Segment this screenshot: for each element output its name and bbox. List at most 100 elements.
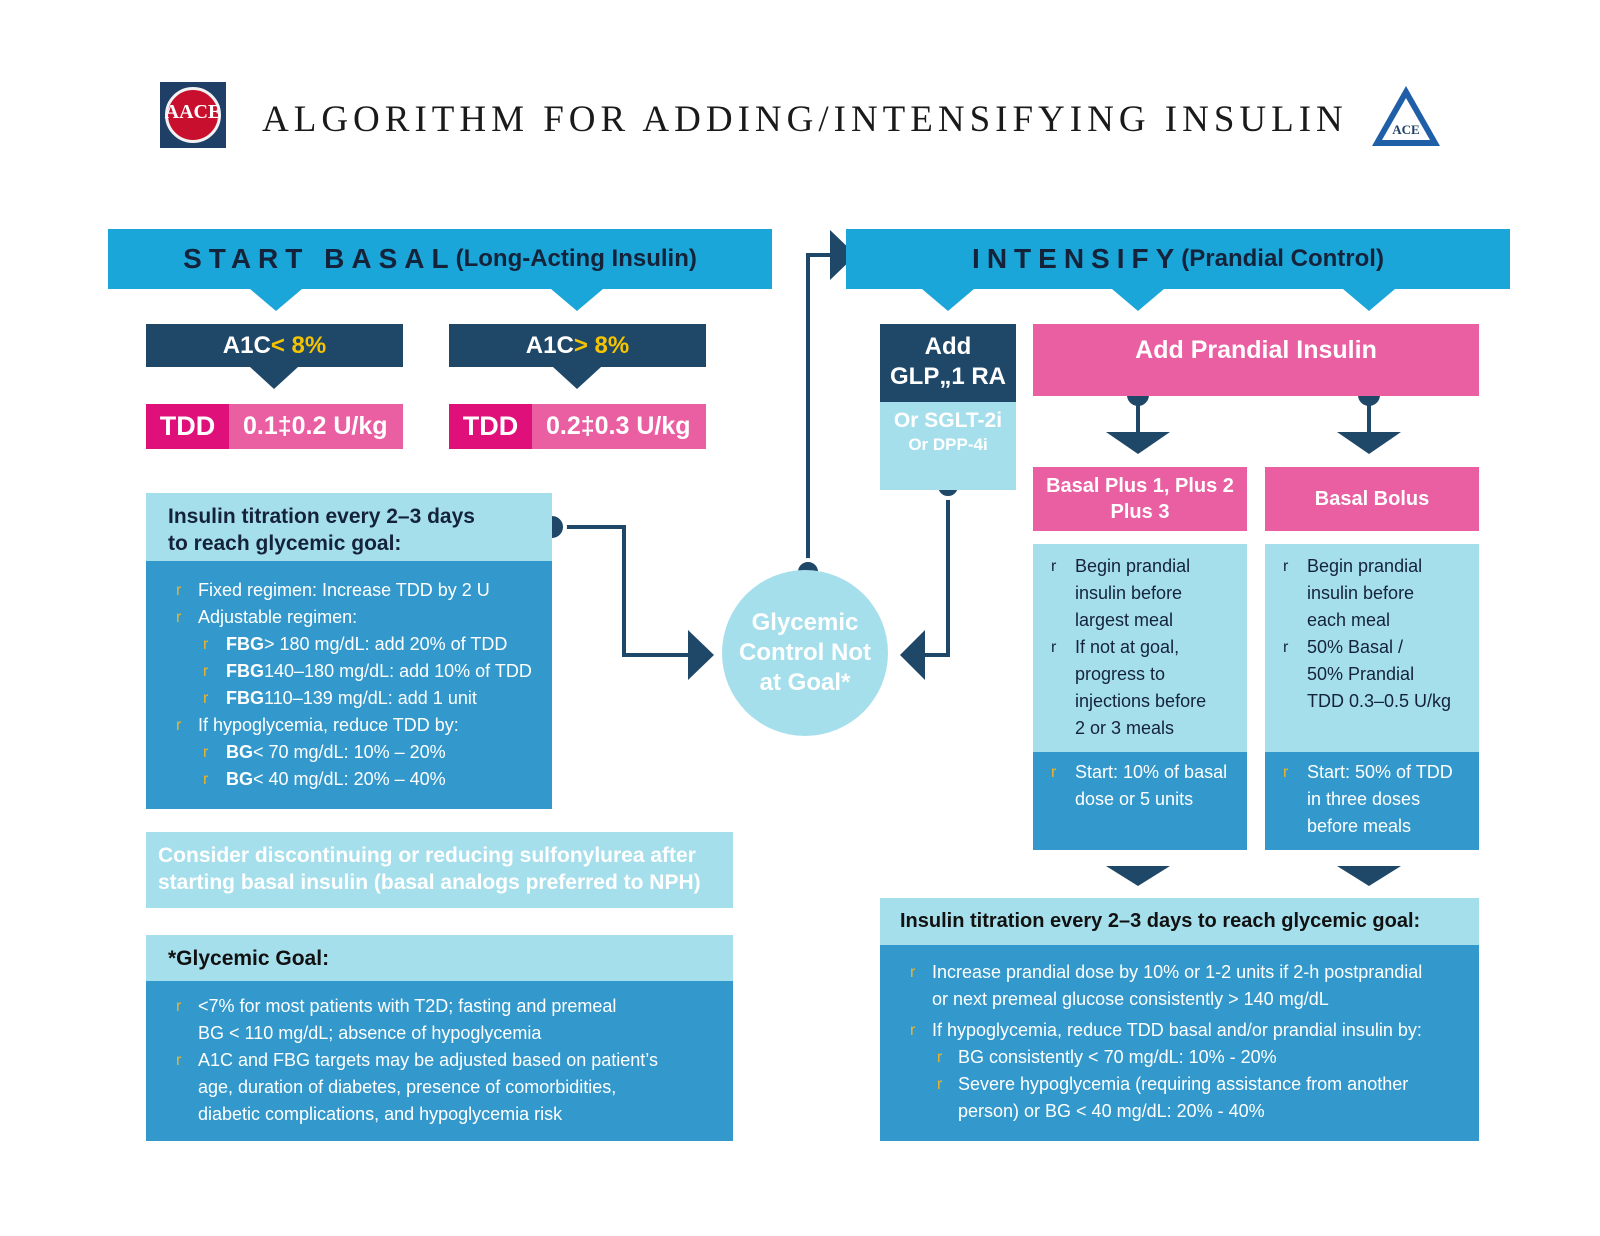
center-line-3: at Goal* (759, 669, 851, 696)
tdd-high-box: TDD 0.2‡0.3 U/kg (449, 404, 706, 449)
bullet-icon: r (176, 717, 182, 734)
list-item: r BG< 40 mg/dL: 20% – 40% (146, 766, 552, 793)
fbg-rule-text: > 180 mg/dL: add 20% of TDD (264, 634, 508, 654)
list-item: r BG< 70 mg/dL: 10% – 20% (146, 739, 552, 766)
prandial-text: person) or BG < 40 mg/dL: 20% - 40% (958, 1101, 1265, 1121)
prandial-text: If hypoglycemia, reduce TDD basal and/or… (932, 1020, 1422, 1040)
glycemic-control-circle: Glycemic Control Not at Goal* (722, 570, 888, 736)
list-item: r Fixed regimen: Increase TDD by 2 U (146, 577, 552, 604)
basal-bolus-text: insulin before (1307, 583, 1415, 603)
ace-logo-text: ACE (1392, 122, 1420, 137)
prandial-titration-list: r Increase prandial dose by 10% or 1-2 un… (880, 945, 1479, 1141)
sulfonylurea-line-2: starting basal insulin (basal analogs pr… (158, 871, 701, 894)
basal-titration-header: Insulin titration every 2–3 days to reac… (146, 493, 552, 561)
a1c-low-box: A1C< 8% (146, 324, 403, 367)
basal-bolus-text: 50% Basal / (1307, 637, 1404, 657)
list-item: r Begin prandial insulin before largest mea… (1033, 553, 1247, 634)
ace-triangle-icon (1372, 86, 1440, 146)
a1c-low-label: A1C (222, 331, 271, 359)
aace-logo-text: AACE (164, 101, 222, 123)
prandial-text: Increase prandial dose by 10% or 1-2 uni… (932, 962, 1423, 982)
bg-rule-text: < 70 mg/dL: 10% – 20% (253, 742, 446, 762)
bullet-icon: r (1283, 764, 1289, 781)
basal-plus-text: Begin prandial (1075, 556, 1191, 576)
glycemic-goal-header: *Glycemic Goal: (146, 935, 733, 981)
a1c-high-label: A1C (525, 331, 574, 359)
intensify-banner: INTENSIFY (Prandial Control) (846, 229, 1510, 289)
tdd-high-value: 0.2‡0.3 U/kg (532, 404, 706, 449)
fbg-label: FBG (226, 634, 264, 654)
start-basal-subtitle: (Long-Acting Insulin) (455, 245, 697, 272)
start-basal-title: START BASAL (183, 243, 456, 274)
center-line-2: Control Not (739, 639, 871, 666)
bullet-icon: r (1283, 558, 1289, 575)
bg-label: BG (226, 769, 253, 789)
prandial-text: Severe hypoglycemia (requiring assistanc… (958, 1074, 1409, 1094)
bg-rule-text: < 40 mg/dL: 20% – 40% (253, 769, 446, 789)
glycemic-goal-list: r<7% for most patients with T2D; fasting… (146, 981, 733, 1141)
basal-plus-text: insulin before (1075, 583, 1183, 603)
add-prandial-insulin-header: Add Prandial Insulin (1033, 324, 1479, 396)
basal-bolus-header: Basal Bolus (1265, 467, 1479, 531)
a1c-low-value: < 8% (270, 331, 327, 359)
goal-text: BG < 110 mg/dL; absence of hypoglycemia (198, 1023, 542, 1043)
bullet-icon: r (1051, 558, 1057, 575)
dpp4-text: Or DPP-4i (908, 435, 988, 454)
basal-plus-title-2: Plus 3 (1110, 501, 1170, 523)
basal-plus-text: 2 or 3 meals (1075, 718, 1175, 738)
bullet-icon: r (910, 1022, 916, 1039)
bullet-icon: r (176, 609, 182, 626)
start-basal-pointer-right (551, 289, 603, 311)
bg-label: BG (226, 742, 253, 762)
a1c-high-value: > 8% (573, 331, 630, 359)
prandial-text: BG consistently < 70 mg/dL: 10% - 20% (958, 1047, 1277, 1067)
goal-text: age, duration of diabetes, presence of c… (198, 1077, 617, 1097)
intensify-pointer-3 (1343, 289, 1395, 311)
list-item: r If hypoglycemia, reduce TDD by: (146, 712, 552, 739)
basal-plus-text: If not at goal, (1075, 637, 1180, 657)
list-item: r A1C and FBG targets may be adjusted bas… (146, 1047, 733, 1128)
basal-titration-heading-1: Insulin titration every 2–3 days (168, 505, 475, 528)
basal-plus-text: largest meal (1075, 610, 1174, 630)
add-glp-alternatives: Or SGLT-2i Or DPP-4i (880, 402, 1016, 490)
bullet-icon: r (203, 744, 209, 761)
intensify-pointer-2 (1112, 289, 1164, 311)
basal-bolus-text: 50% Prandial (1307, 664, 1415, 684)
sulfonylurea-note: Consider discontinuing or reducing sulfo… (146, 832, 733, 908)
list-item: r Increase prandial dose by 10% or 1-2 un… (880, 959, 1479, 1013)
fbg-label: FBG (226, 688, 264, 708)
bullet-icon: r (1051, 764, 1057, 781)
add-glp-line-2: GLP„1 RA (889, 363, 1006, 390)
bullet-icon: r (176, 1052, 182, 1069)
basal-bolus-text: each meal (1307, 610, 1391, 630)
list-item: r<7% for most patients with T2D; fasting… (146, 993, 733, 1047)
prandial-titration-heading: Insulin titration every 2–3 days to reac… (900, 910, 1421, 932)
fbg-rule-text: 110–139 mg/dL: add 1 unit (264, 688, 477, 708)
basal-plus-title-1: Basal Plus 1, Plus 2 (1046, 475, 1234, 497)
bullet-icon: r (910, 964, 916, 981)
goal-text: A1C and FBG targets may be adjusted base… (198, 1050, 658, 1070)
basal-bolus-start-text: in three doses (1307, 789, 1421, 809)
bullet-icon: r (203, 771, 209, 788)
a1c-low-pointer (250, 367, 298, 389)
basal-titration-heading-2: to reach glycemic goal: (168, 532, 402, 555)
fixed-regimen-text: Fixed regimen: Increase TDD by 2 U (198, 580, 490, 600)
bullet-icon: r (176, 582, 182, 599)
hypoglycemia-text: If hypoglycemia, reduce TDD by: (198, 715, 459, 735)
tdd-high-label: TDD (449, 404, 532, 449)
bullet-icon: r (176, 998, 182, 1015)
a1c-high-pointer (553, 367, 601, 389)
ace-logo: ACE (1370, 84, 1442, 148)
a1c-high-box: A1C> 8% (449, 324, 706, 367)
goal-text: diabetic complications, and hypoglycemia… (198, 1104, 563, 1124)
